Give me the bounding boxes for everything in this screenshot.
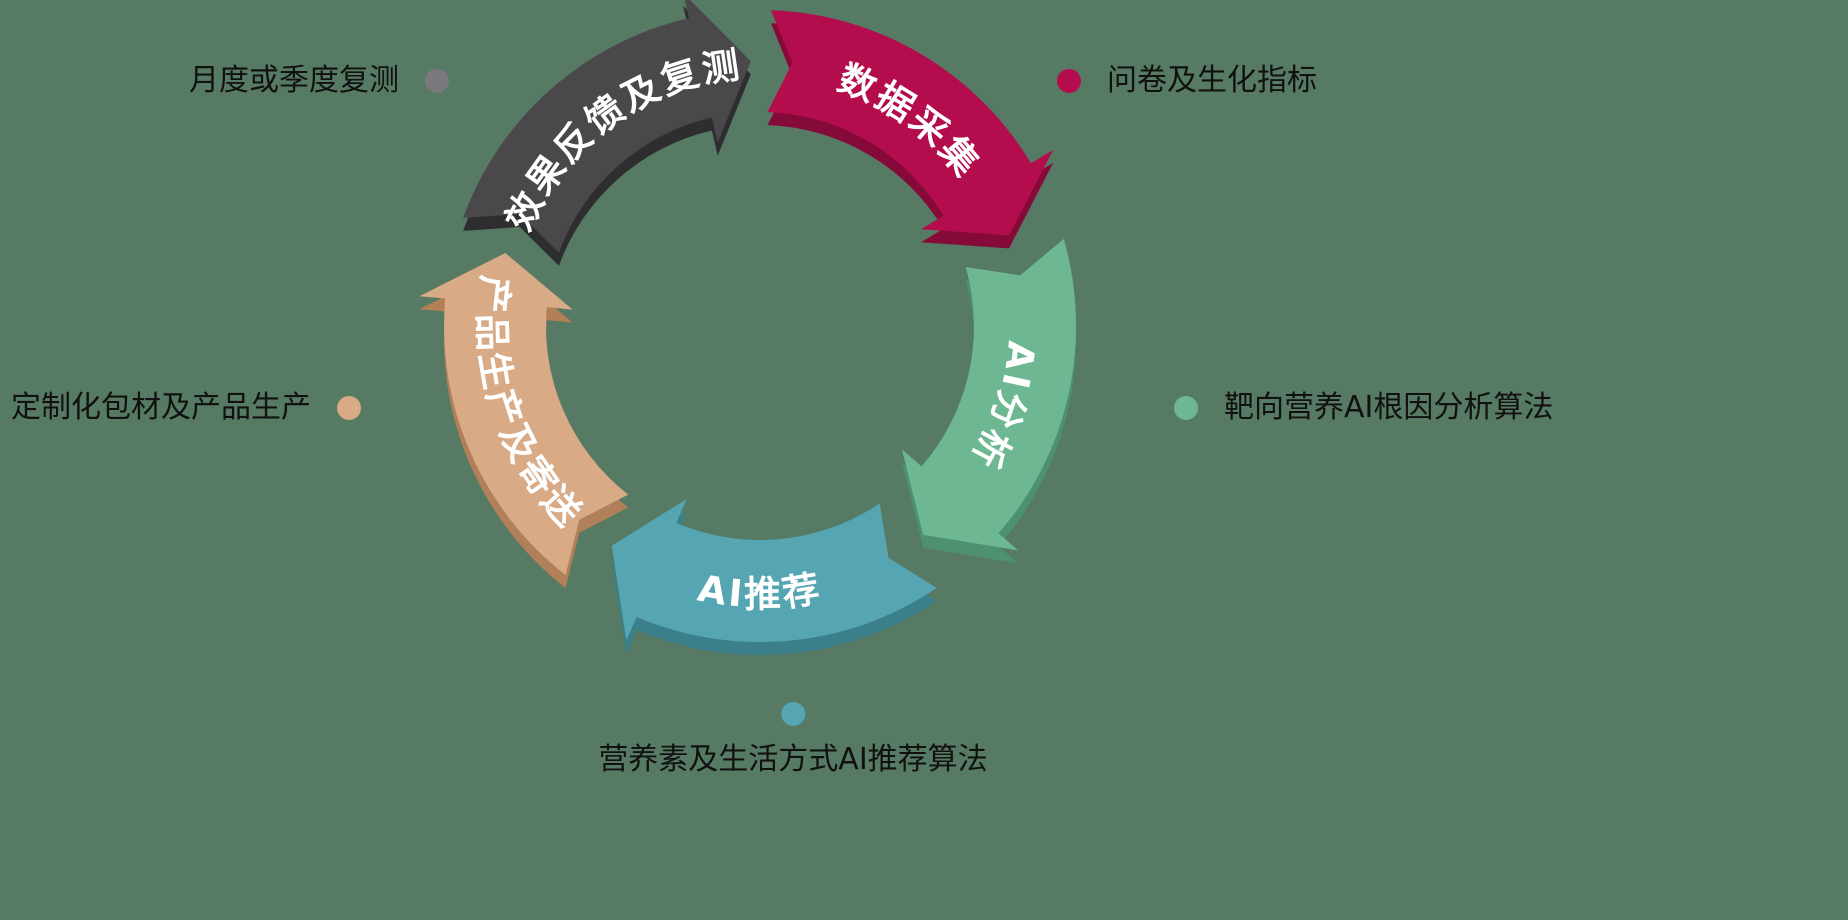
tan-dot-icon: [337, 396, 361, 420]
green-dot-icon: [1174, 396, 1198, 420]
crimson-dot-icon: [1057, 69, 1081, 93]
segment-arrow: [767, 10, 1054, 236]
callout-packaging: 定制化包材及产品生产: [11, 390, 361, 426]
callout-label: 靶向营养AI根因分析算法: [1224, 390, 1554, 425]
callout-label: 问卷及生化指标: [1107, 63, 1317, 98]
callout-root-cause: 靶向营养AI根因分析算法: [1174, 390, 1553, 426]
gray-dot-icon: [425, 69, 449, 93]
callout-retest: 月度或季度复测: [189, 63, 449, 99]
segment-arrow: [611, 499, 937, 643]
segment-data-collection: 数据采集: [767, 10, 1054, 249]
segment-ai-recommendation: AI推荐: [611, 499, 937, 656]
segment-ai-analysis: AI分析: [901, 238, 1077, 564]
segment-production-delivery: 产品生产及寄送: [419, 253, 629, 588]
callout-recommendation: 营养素及生活方式AI推荐算法: [598, 702, 988, 778]
segment-arrow: [463, 0, 751, 253]
segment-arrow: [419, 253, 629, 575]
segment-label: AI推荐: [695, 567, 826, 617]
segment-arrow: [901, 238, 1077, 551]
callout-label: 月度或季度复测: [189, 63, 399, 98]
teal-dot-icon: [781, 702, 805, 726]
segment-feedback-retest: 效果反馈及复测: [463, 0, 751, 266]
callout-questionnaire: 问卷及生化指标: [1057, 63, 1317, 99]
callout-label: 定制化包材及产品生产: [11, 390, 311, 425]
callout-label: 营养素及生活方式AI推荐算法: [598, 742, 988, 777]
